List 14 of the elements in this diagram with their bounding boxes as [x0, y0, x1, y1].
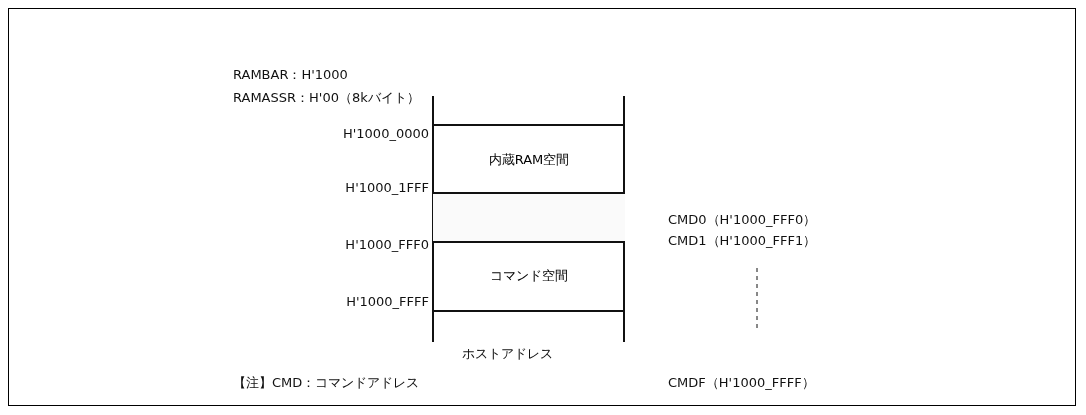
address-label: H'1000_FFFF — [346, 294, 429, 310]
memory-region — [433, 192, 625, 243]
region-label: 内蔵RAM空間 — [488, 151, 570, 169]
register-setting: RAMBAR：H'1000 — [233, 67, 348, 83]
axis-caption: ホストアドレス — [462, 346, 553, 362]
command-address: CMD1（H'1000_FFF1） — [668, 233, 817, 249]
address-label: H'1000_0000 — [342, 126, 429, 142]
region-label: コマンド空間 — [490, 266, 568, 285]
register-setting: RAMASSR：H'00（8kバイト） — [233, 90, 420, 106]
command-address: CMD0（H'1000_FFF0） — [668, 212, 817, 228]
note-text: 【注】CMD：コマンドアドレス — [233, 375, 420, 391]
command-address: CMDF（H'1000_FFFF） — [668, 375, 815, 391]
address-label: H'1000_FFF0 — [345, 237, 429, 253]
address-label: H'1000_1FFF — [345, 180, 429, 196]
